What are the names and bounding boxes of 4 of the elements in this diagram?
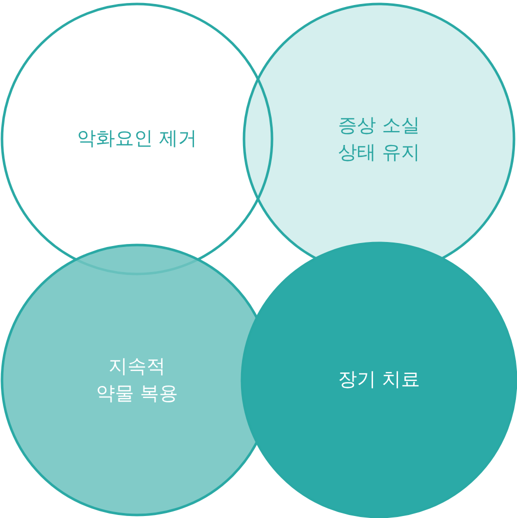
circle-label: 지속적 약물 복용: [94, 354, 180, 406]
circle-label: 증상 소실 상태 유지: [336, 113, 422, 165]
circle-label: 악화요인 제거: [76, 126, 198, 152]
circle-label: 장기 치료: [338, 368, 420, 393]
